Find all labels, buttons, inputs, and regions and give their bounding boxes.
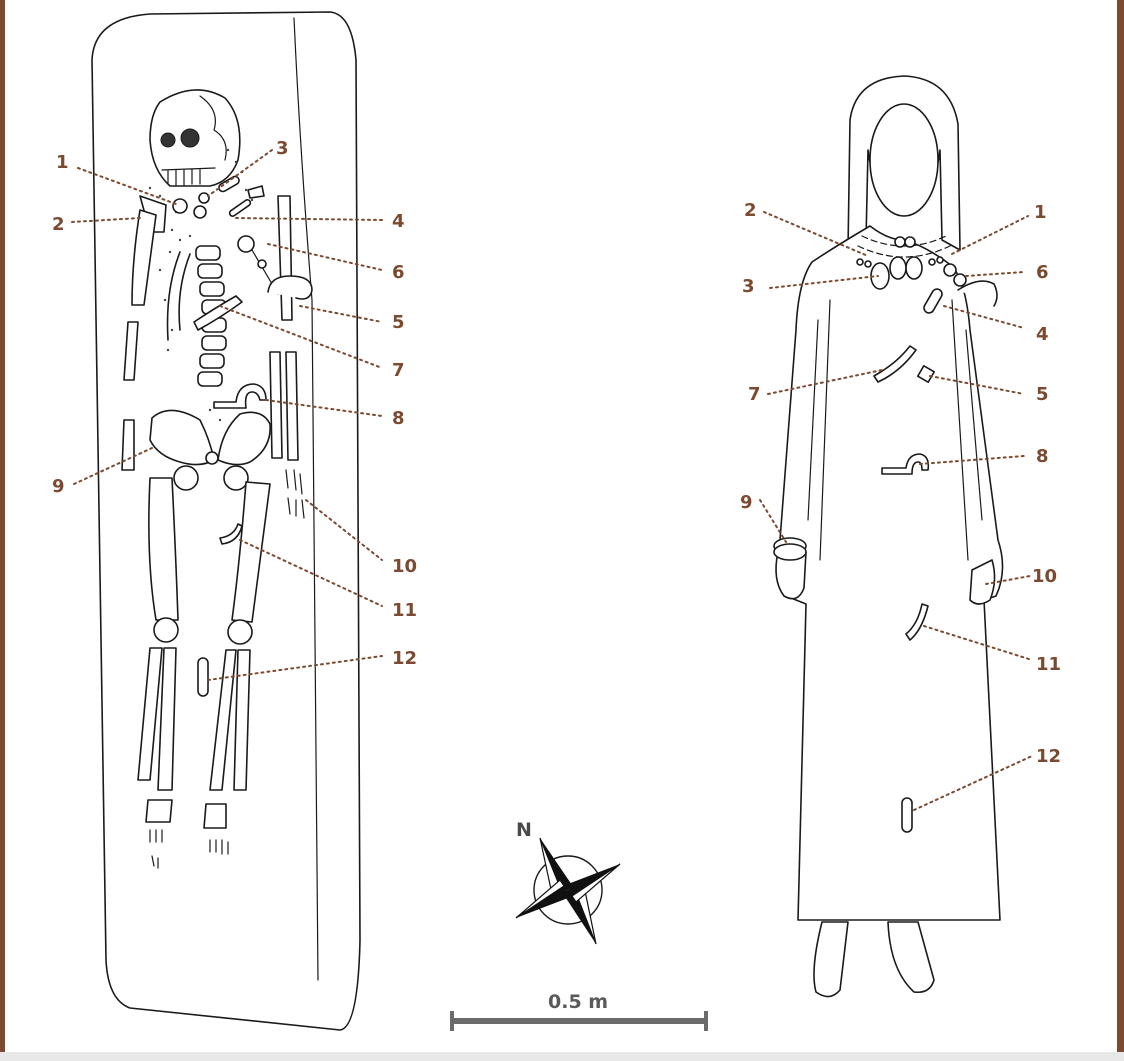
left-label-10: 10 <box>392 556 417 577</box>
figure-drawing <box>774 76 1003 997</box>
left-label-3: 3 <box>276 138 289 159</box>
left-label-8: 8 <box>392 408 405 429</box>
right-label-5: 5 <box>1036 384 1049 405</box>
right-label-9: 9 <box>740 492 753 513</box>
right-label-6: 6 <box>1036 262 1049 283</box>
right-label-2: 2 <box>744 200 757 221</box>
left-label-2: 2 <box>52 214 65 235</box>
frame-right-border <box>1117 0 1124 1061</box>
left-label-4: 4 <box>392 211 405 232</box>
right-label-10: 10 <box>1032 566 1057 587</box>
left-label-5: 5 <box>392 312 405 333</box>
right-label-11: 11 <box>1036 654 1061 675</box>
left-label-12: 12 <box>392 648 417 669</box>
left-label-7: 7 <box>392 360 405 381</box>
right-label-3: 3 <box>742 276 755 297</box>
left-label-6: 6 <box>392 262 405 283</box>
compass-rose-icon: N <box>516 819 620 944</box>
footer-bar <box>0 1052 1124 1061</box>
north-label: N <box>516 819 532 841</box>
grave-drawing <box>92 12 360 1030</box>
right-label-12: 12 <box>1036 746 1061 767</box>
skull <box>150 90 240 186</box>
left-label-1: 1 <box>56 152 69 173</box>
right-label-1: 1 <box>1034 202 1047 223</box>
right-label-8: 8 <box>1036 446 1049 467</box>
scale-bar-label: 0.5 m <box>548 991 608 1013</box>
scale-bar: 0.5 m <box>450 991 708 1031</box>
left-label-9: 9 <box>52 476 65 497</box>
left-label-11: 11 <box>392 600 417 621</box>
right-label-7: 7 <box>748 384 761 405</box>
right-label-4: 4 <box>1036 324 1049 345</box>
frame-left-border <box>0 0 5 1061</box>
